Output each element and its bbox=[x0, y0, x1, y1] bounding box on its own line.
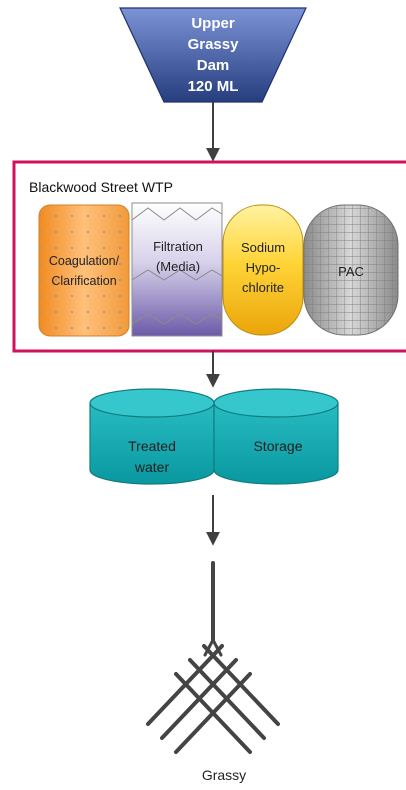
storage-left-line-2: water bbox=[134, 459, 170, 475]
storage-right-line-1: Storage bbox=[253, 438, 302, 454]
sodium-hypochlorite-node: Sodium Hypo- chlorite bbox=[222, 204, 304, 336]
coagulation-node: Coagulation/ Clarification bbox=[38, 204, 130, 337]
distribution-label: Grassy bbox=[202, 767, 246, 783]
plant-title: Blackwood Street WTP bbox=[29, 179, 173, 195]
source-dam-node: Upper Grassy Dam 120 ML bbox=[119, 7, 307, 103]
plant-border bbox=[12, 160, 406, 353]
filtration-wave-2 bbox=[131, 269, 223, 281]
source-line-2: Grassy bbox=[188, 36, 240, 53]
coagulation-line-1: Coagulation/ bbox=[49, 254, 120, 268]
storage-tank-left bbox=[89, 388, 215, 485]
source-line-3: Dam bbox=[197, 57, 230, 74]
hypochlorite-line-1: Sodium bbox=[241, 240, 285, 255]
storage-left-line-1: Treated bbox=[128, 438, 176, 454]
hypochlorite-line-3: chlorite bbox=[242, 280, 284, 295]
filtration-node: Filtration (Media) bbox=[131, 202, 223, 337]
source-line-4: 120 ML bbox=[188, 78, 239, 95]
filtration-line-2: (Media) bbox=[156, 259, 200, 274]
pac-label: PAC bbox=[338, 264, 364, 279]
source-line-1: Upper bbox=[191, 15, 235, 32]
filtration-line-1: Filtration bbox=[153, 239, 203, 254]
storage-node: Treated water Storage bbox=[89, 388, 339, 485]
coagulation-line-2: Clarification bbox=[51, 274, 116, 288]
storage-tank-right bbox=[213, 388, 339, 485]
filtration-wave-3 bbox=[131, 313, 223, 325]
filtration-wave-1 bbox=[131, 207, 223, 221]
distribution-network-icon bbox=[146, 561, 280, 754]
plant-container: Blackwood Street WTP bbox=[12, 160, 406, 353]
pac-node: PAC bbox=[303, 204, 399, 336]
hypochlorite-line-2: Hypo- bbox=[246, 260, 281, 275]
